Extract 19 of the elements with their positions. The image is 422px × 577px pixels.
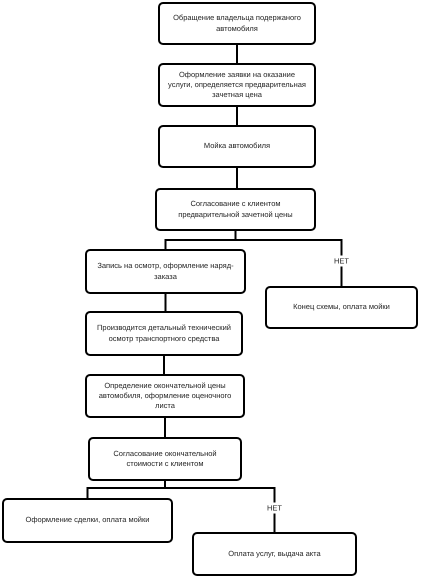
process-box: [85, 249, 246, 294]
process-box: [85, 374, 245, 418]
connector-line: [164, 294, 166, 311]
connector-line: [163, 356, 165, 374]
connector-line: [164, 481, 276, 532]
process-box: [265, 286, 418, 329]
process-box: [155, 188, 316, 231]
process-box: [158, 2, 316, 45]
connector-line: [234, 231, 342, 286]
process-box: [158, 125, 316, 168]
connector-line: [236, 107, 238, 125]
process-box: [158, 63, 316, 107]
process-box: [88, 437, 242, 481]
process-box: [2, 498, 173, 543]
connector-line: [236, 168, 238, 188]
process-box: [192, 532, 357, 576]
connector-line: [164, 418, 166, 437]
connector-line: [236, 45, 238, 63]
process-box: [85, 311, 243, 356]
